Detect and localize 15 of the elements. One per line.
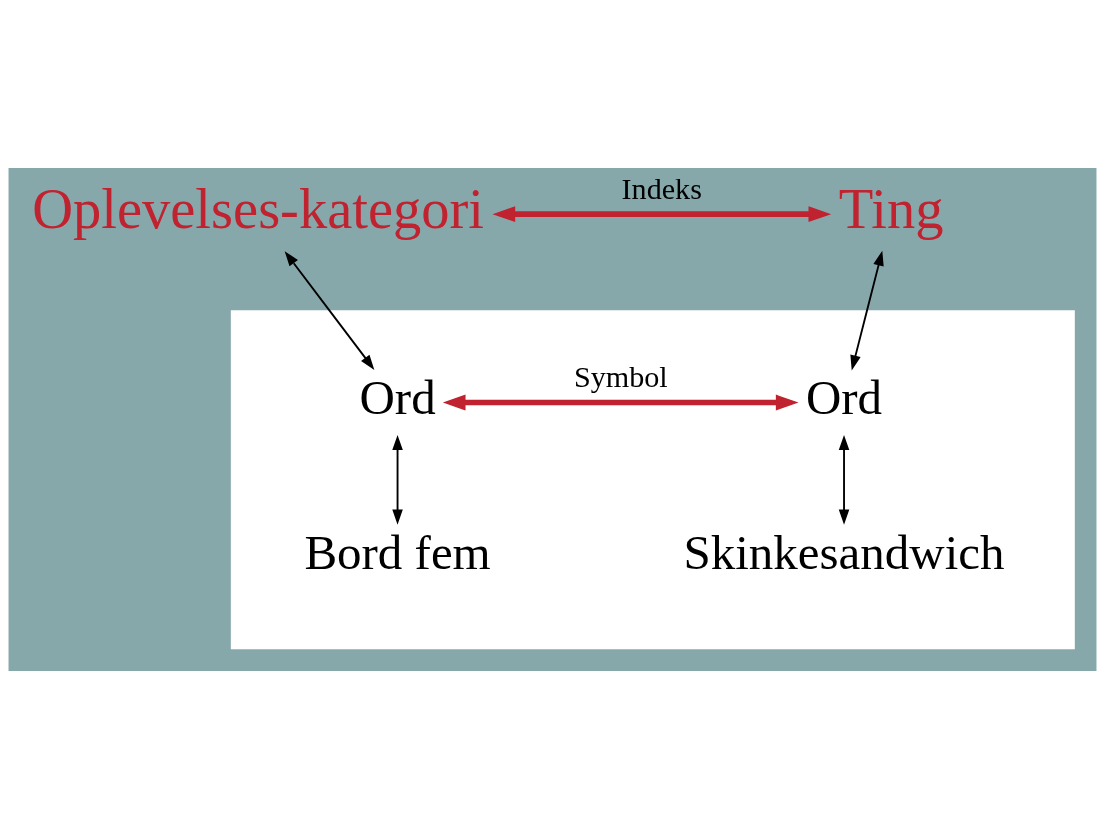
arrow <box>838 435 850 525</box>
cluster <box>230 310 1075 650</box>
node-text: Ord <box>805 370 883 426</box>
node-text: Oplevelses-kategori <box>32 178 485 241</box>
node-text: Bord fem <box>304 524 491 580</box>
node-text: Skinkesandwich <box>683 524 1005 580</box>
edge-label: Indeks <box>621 171 702 206</box>
node-text: Ord <box>359 370 436 426</box>
arrow <box>442 394 799 411</box>
edge-label: Symbol <box>573 360 668 395</box>
arrow <box>392 435 403 525</box>
arrow <box>492 206 832 223</box>
arrow <box>850 250 884 371</box>
node-text: Ting <box>838 178 944 241</box>
arrow <box>284 251 375 370</box>
